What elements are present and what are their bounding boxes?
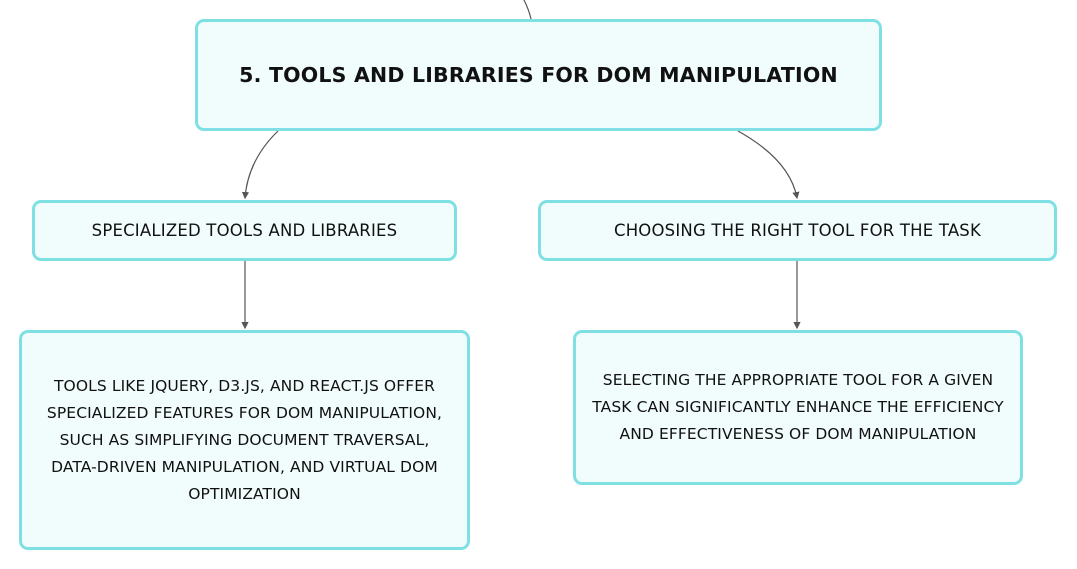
subtopic-label-specialized-tools: SPECIALIZED TOOLS AND LIBRARIES xyxy=(91,221,398,240)
detail-text-choosing-tool: SELECTING THE APPROPRIATE TOOL FOR A GIV… xyxy=(592,371,1004,443)
connector-root-to-specialized-tools xyxy=(241,130,279,200)
root-topic-label: 5. TOOLS AND LIBRARIES FOR DOM MANIPULAT… xyxy=(239,63,838,87)
connector-root-to-choosing-tool xyxy=(737,130,800,200)
root-topic-node[interactable]: 5. TOOLS AND LIBRARIES FOR DOM MANIPULAT… xyxy=(195,19,882,131)
subtopic-label-choosing-tool: CHOOSING THE RIGHT TOOL FOR THE TASK xyxy=(613,221,982,240)
subtopic-node-choosing-tool[interactable]: CHOOSING THE RIGHT TOOL FOR THE TASK xyxy=(538,200,1057,261)
detail-node-choosing-tool[interactable]: SELECTING THE APPROPRIATE TOOL FOR A GIV… xyxy=(573,330,1023,485)
connector-parent-to-root xyxy=(523,0,532,20)
subtopic-node-specialized-tools[interactable]: SPECIALIZED TOOLS AND LIBRARIES xyxy=(32,200,457,261)
detail-text-specialized-tools: TOOLS LIKE JQUERY, D3.JS, AND REACT.JS O… xyxy=(46,376,443,503)
detail-node-specialized-tools[interactable]: TOOLS LIKE JQUERY, D3.JS, AND REACT.JS O… xyxy=(19,330,470,550)
